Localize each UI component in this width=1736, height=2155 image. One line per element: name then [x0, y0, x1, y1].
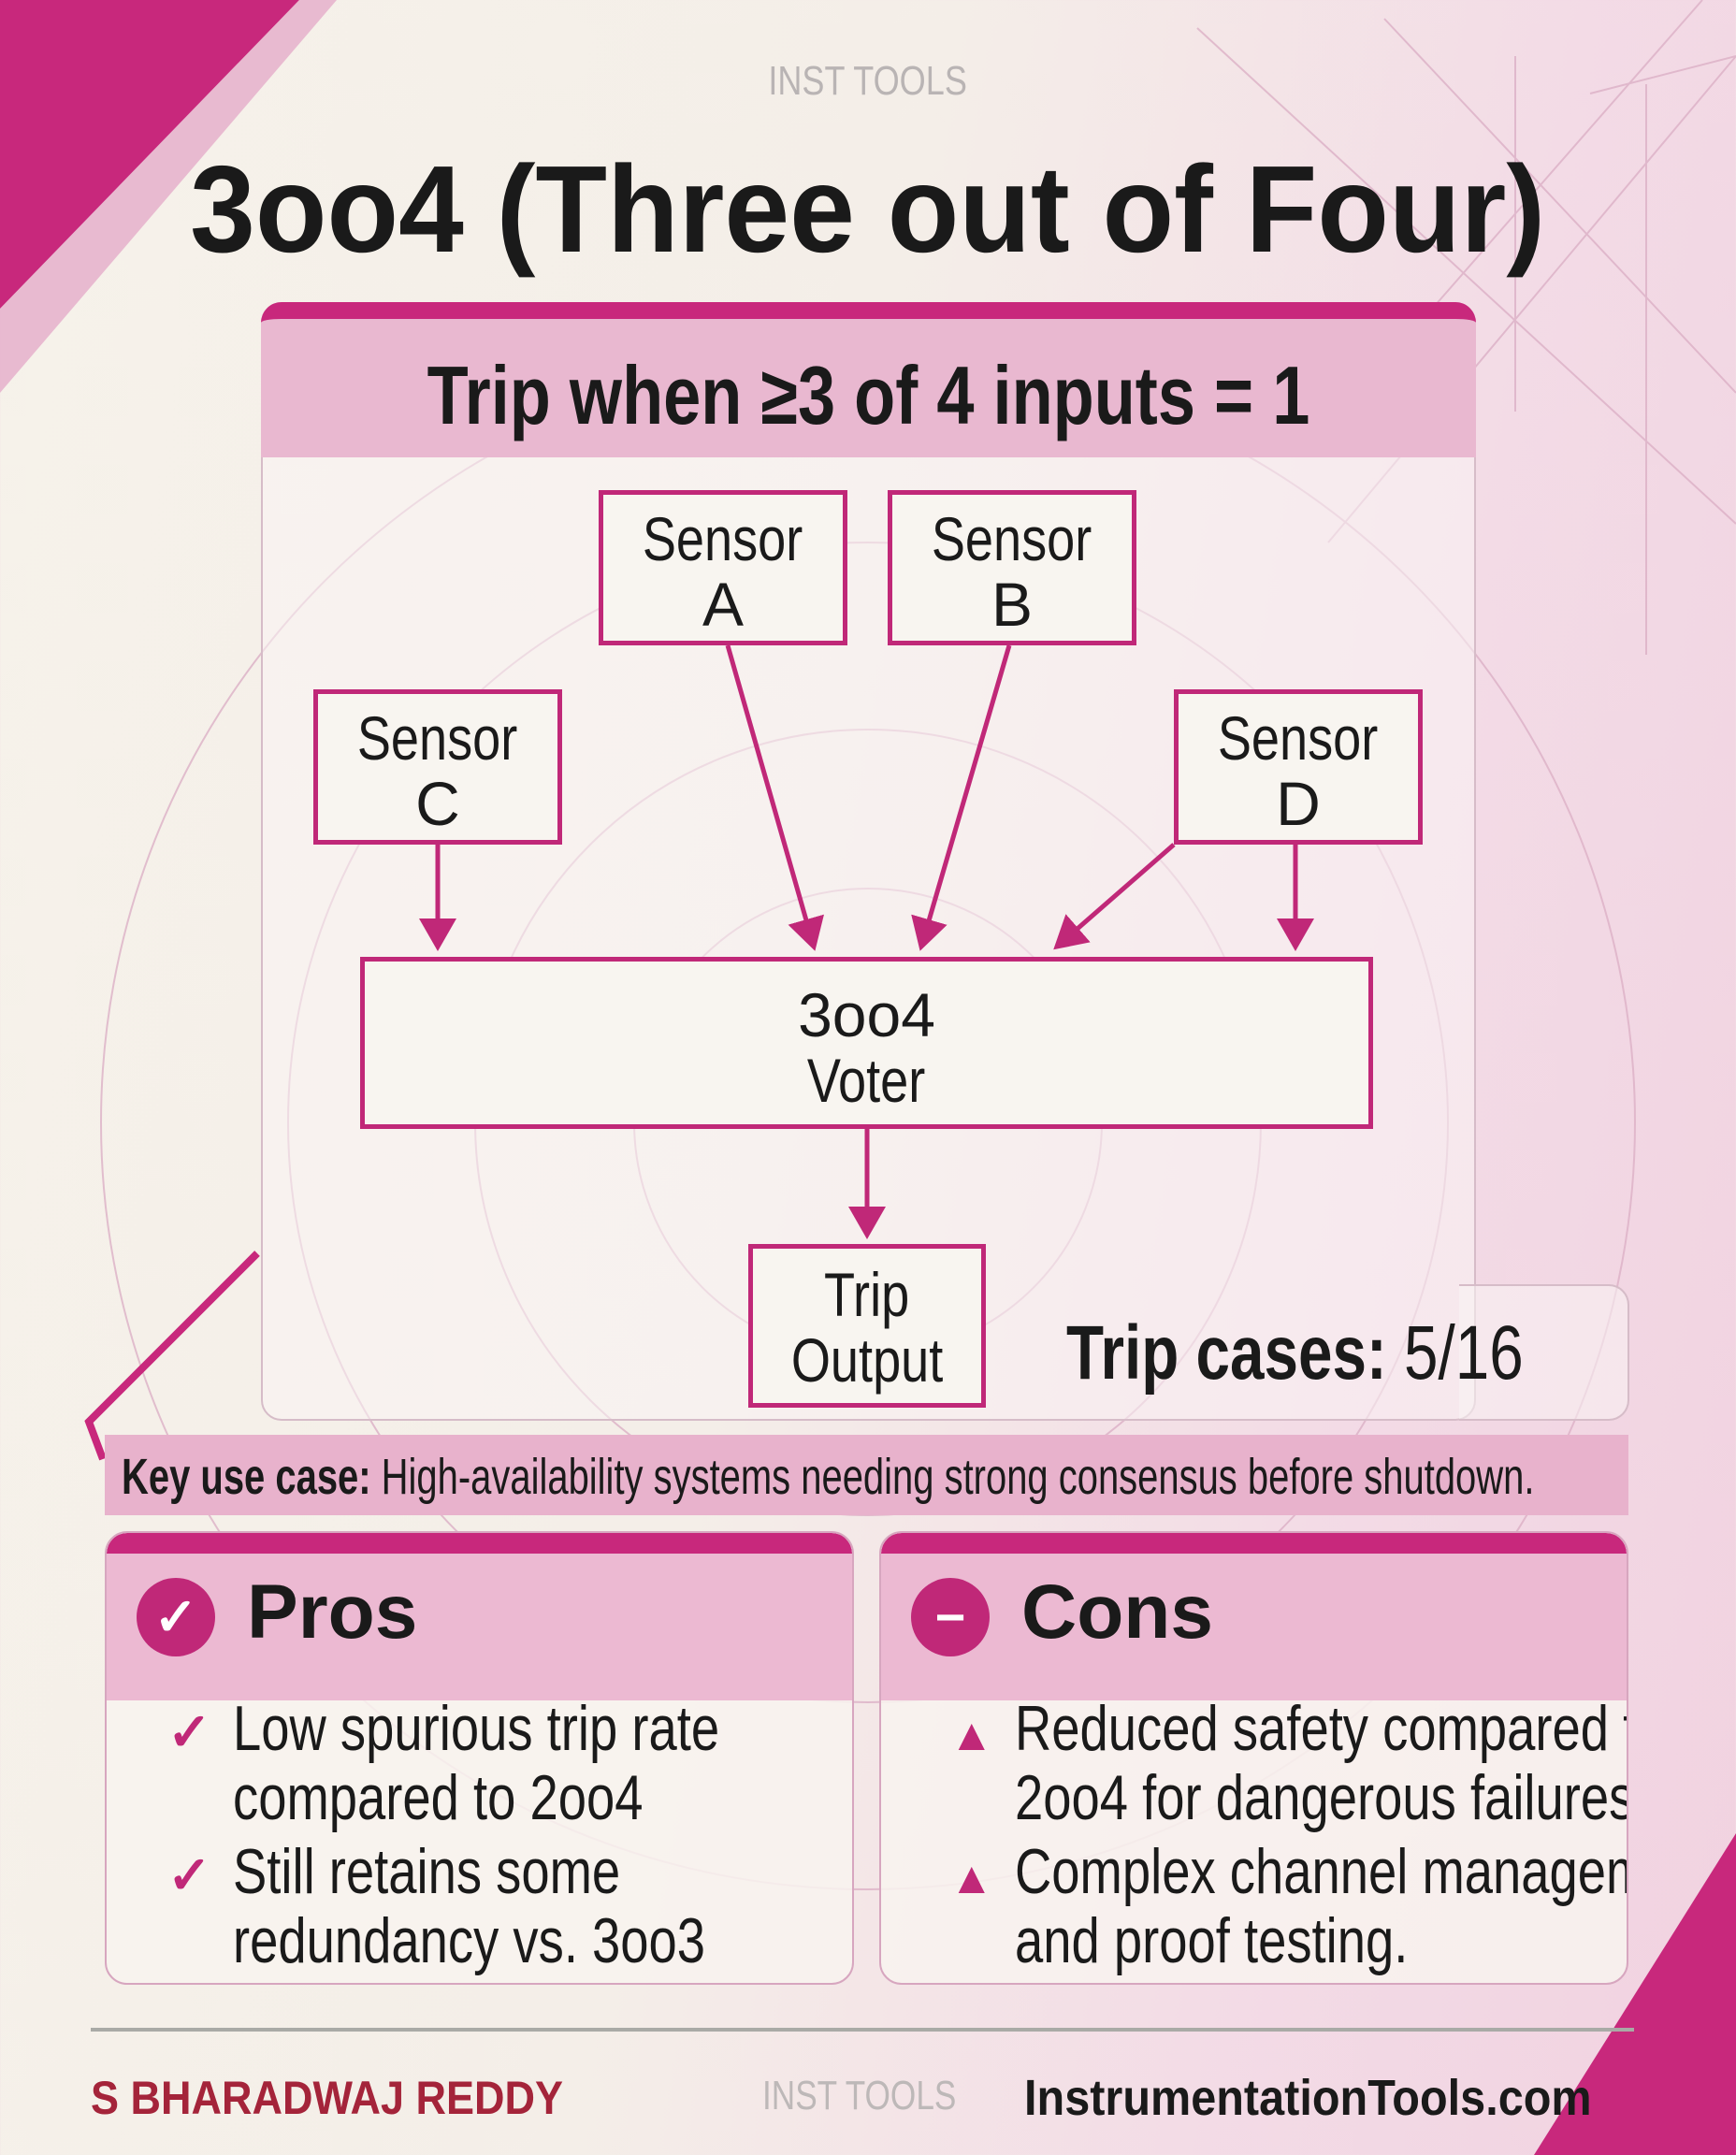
diagram-panel-header: [261, 302, 1476, 457]
pros-title: Pros: [247, 1569, 418, 1655]
check-icon: ✓: [167, 1702, 211, 1761]
arrow-sensor-b: [911, 644, 1012, 951]
footer-site-link[interactable]: InstrumentationTools.com: [1024, 2070, 1592, 2126]
check-circle-icon: ✓: [137, 1578, 215, 1656]
arrow-sensor-d-1: [1053, 843, 1176, 950]
trip-rule: Trip when ≥3 of 4 inputs = 1: [427, 349, 1310, 441]
trip-output-box: TripOutput: [748, 1244, 986, 1408]
cons-item: ▲Complex channel managementand proof tes…: [949, 1836, 1627, 1976]
trip-cases: Trip cases: 5/16: [1066, 1310, 1524, 1396]
footer-watermark: INST TOOLS: [762, 2073, 957, 2119]
key-use-case: Key use case: High-availability systems …: [122, 1449, 1535, 1505]
footer-divider: [91, 2028, 1634, 2032]
warning-icon: ▲: [949, 1854, 994, 1903]
arrow-sensor-a: [725, 644, 824, 951]
check-icon: ✓: [167, 1845, 211, 1904]
page-title: 3oo4 (Three out of Four): [190, 140, 1546, 278]
warning-icon: ▲: [949, 1711, 994, 1760]
diagram-panel-extension: [1459, 1284, 1629, 1421]
footer-author: S BHARADWAJ REDDY: [91, 2072, 564, 2124]
minus-circle-icon: −: [911, 1578, 990, 1656]
watermark-top: INST TOOLS: [768, 58, 968, 104]
cons-title: Cons: [1021, 1569, 1213, 1655]
key-use-band: [105, 1435, 1628, 1515]
